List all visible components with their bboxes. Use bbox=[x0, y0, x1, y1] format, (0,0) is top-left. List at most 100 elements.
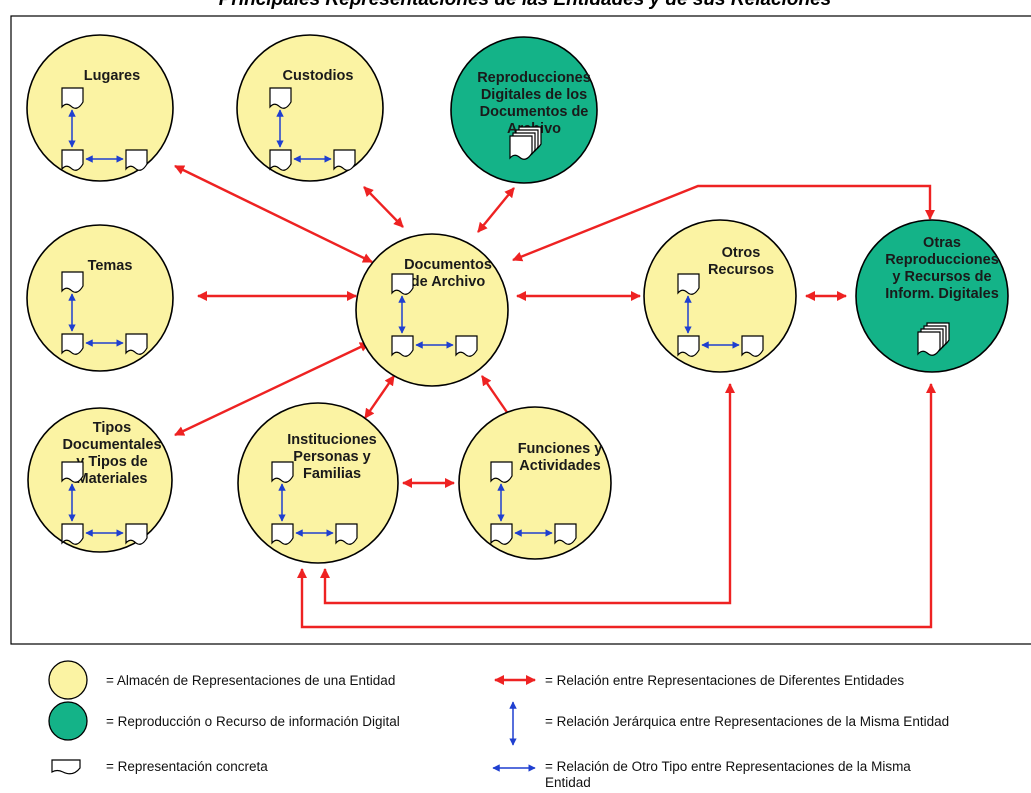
entity-store-circle bbox=[643, 219, 797, 373]
reproducciones-stack-sheet-0 bbox=[509, 135, 533, 160]
relations-layer bbox=[174, 164, 937, 629]
node-label-line: Lugares bbox=[84, 68, 140, 84]
tipos-side-document-icon bbox=[125, 523, 148, 545]
document-stack-icon bbox=[509, 126, 542, 160]
otros-recursos-top-document-icon bbox=[677, 273, 700, 295]
entity-node-temas: Temas bbox=[26, 224, 174, 372]
otros-recursos-side-document-icon bbox=[741, 335, 764, 357]
document-stack-icon bbox=[917, 322, 950, 356]
digital-resource-circle bbox=[450, 36, 598, 184]
node-label-line: Actividades bbox=[519, 458, 600, 474]
hierarchy-icon bbox=[269, 87, 356, 171]
legend-other-relation: = Relación de Otro Tipo entre Representa… bbox=[545, 759, 911, 774]
relation-arrow-documentos-instituciones bbox=[364, 375, 395, 419]
node-label-line: Otros bbox=[722, 245, 761, 261]
node-label-line: Materiales bbox=[77, 471, 148, 487]
entity-store-circle bbox=[26, 34, 174, 182]
legend-other-relation-cont: Entidad bbox=[545, 775, 591, 790]
funciones-bottom-document-icon bbox=[490, 523, 513, 545]
node-label-line: y Recursos de bbox=[892, 269, 991, 285]
node-label-line: Documentos de bbox=[480, 104, 589, 120]
node-label-line: Personas y bbox=[293, 449, 370, 465]
relation-arrow-lugares-documentos bbox=[174, 164, 373, 264]
documentos-bottom-document-icon bbox=[391, 335, 414, 357]
legend-different-entities: = Relación entre Representaciones de Dif… bbox=[545, 673, 904, 688]
node-label-line: Funciones y bbox=[518, 441, 603, 457]
relation-arrow-documentos-tipos bbox=[174, 341, 370, 437]
custodios-side-document-icon bbox=[333, 149, 356, 171]
node-label-line: Temas bbox=[88, 258, 133, 274]
legend-digital-circle-icon bbox=[48, 701, 88, 741]
entity-node-lugares: Lugares bbox=[26, 34, 174, 182]
entity-store-circle bbox=[236, 34, 384, 182]
node-label-line: Otras bbox=[923, 235, 961, 251]
instituciones-top-document-icon bbox=[271, 461, 294, 483]
hierarchy-icon bbox=[271, 461, 358, 545]
node-label-line: de Archivo bbox=[411, 274, 486, 290]
otras-reproducciones-stack-sheet-0 bbox=[917, 331, 941, 356]
legend: = Almacén de Representaciones de una Ent… bbox=[48, 660, 949, 790]
hierarchy-icon bbox=[677, 273, 764, 357]
node-label-line: Reproducciones bbox=[477, 70, 591, 86]
lugares-side-document-icon bbox=[125, 149, 148, 171]
entity-store-circle bbox=[458, 406, 612, 560]
instituciones-side-document-icon bbox=[335, 523, 358, 545]
node-label-line: Documentales bbox=[62, 437, 161, 453]
hierarchy-icon bbox=[490, 461, 577, 545]
tipos-top-document-icon bbox=[61, 461, 84, 483]
entity-store-circle bbox=[237, 402, 399, 564]
hierarchy-icon bbox=[391, 273, 478, 357]
documentos-side-document-icon bbox=[455, 335, 478, 357]
tipos-bottom-document-icon bbox=[61, 523, 84, 545]
lugares-bottom-document-icon bbox=[61, 149, 84, 171]
documentos-top-document-icon bbox=[391, 273, 414, 295]
node-label-line: Familias bbox=[303, 466, 361, 482]
node-label-temas: Temas bbox=[88, 258, 133, 274]
relation-arrow-reproducciones-documentos bbox=[477, 187, 515, 233]
entity-store-circle bbox=[26, 224, 174, 372]
hierarchy-icon bbox=[61, 87, 148, 171]
legend-concrete-representation: = Representación concreta bbox=[106, 759, 268, 774]
node-label-line: Tipos bbox=[93, 420, 131, 436]
diagram-frame bbox=[10, 15, 1031, 645]
temas-bottom-document-icon bbox=[61, 333, 84, 355]
instituciones-bottom-document-icon bbox=[271, 523, 294, 545]
legend-hierarchical: = Relación Jerárquica entre Representaci… bbox=[545, 714, 949, 729]
otros-recursos-bottom-document-icon bbox=[677, 335, 700, 357]
node-label-custodios: Custodios bbox=[283, 68, 354, 84]
legend-document-icon bbox=[51, 759, 81, 775]
funciones-top-document-icon bbox=[490, 461, 513, 483]
hierarchy-icon bbox=[61, 271, 148, 355]
node-label-line: Instituciones bbox=[287, 432, 376, 448]
node-label-line: y Tipos de bbox=[76, 454, 147, 470]
node-label-line: Digitales de los bbox=[481, 87, 587, 103]
node-label-line: Documentos bbox=[404, 257, 492, 273]
digital-resource-circle bbox=[855, 219, 1009, 373]
entity-node-custodios: Custodios bbox=[236, 34, 384, 182]
lugares-top-document-icon bbox=[61, 87, 84, 109]
relation-arrow-custodios-documentos bbox=[363, 186, 404, 228]
legend-entity-circle-icon bbox=[48, 660, 88, 700]
node-label-line: Custodios bbox=[283, 68, 354, 84]
custodios-top-document-icon bbox=[269, 87, 292, 109]
diagram-title: Principales Representaciones de las Enti… bbox=[219, 0, 831, 10]
funciones-side-document-icon bbox=[554, 523, 577, 545]
temas-side-document-icon bbox=[125, 333, 148, 355]
custodios-bottom-document-icon bbox=[269, 149, 292, 171]
relation-arrow-instituciones-otras-reproducciones bbox=[296, 382, 937, 629]
